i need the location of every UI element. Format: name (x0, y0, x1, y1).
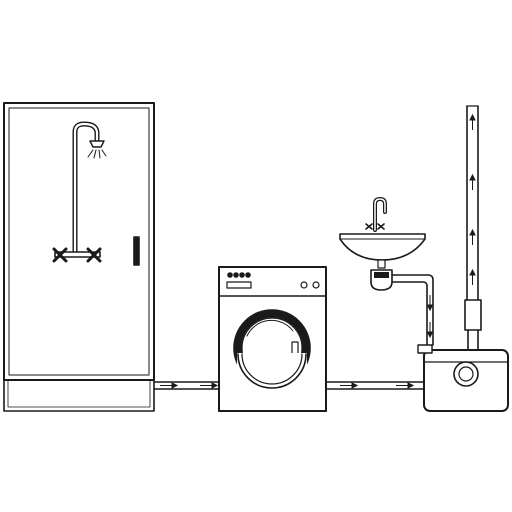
arrow-down (426, 295, 434, 339)
water-spray (87, 149, 107, 159)
pump-icon (417, 105, 509, 412)
door-latch (291, 341, 299, 355)
arrow-right (340, 382, 415, 389)
valve-handle-left (52, 247, 68, 263)
drain-pipe-1 (153, 381, 220, 390)
valve-handle-right (86, 247, 102, 263)
check-valve (464, 299, 482, 331)
cabin-door-handle (133, 236, 140, 266)
arrow-right (160, 382, 219, 389)
arrow-up (469, 113, 476, 285)
control-display (226, 281, 252, 289)
shower-icon (52, 121, 107, 263)
washing-machine-icon (218, 266, 327, 412)
flow-arrows (160, 113, 476, 389)
drain-pipe-2 (325, 381, 425, 390)
faucet-handles (365, 223, 385, 230)
sink-icon (339, 197, 434, 346)
control-knob (227, 272, 233, 278)
shower-cabin (3, 102, 155, 381)
